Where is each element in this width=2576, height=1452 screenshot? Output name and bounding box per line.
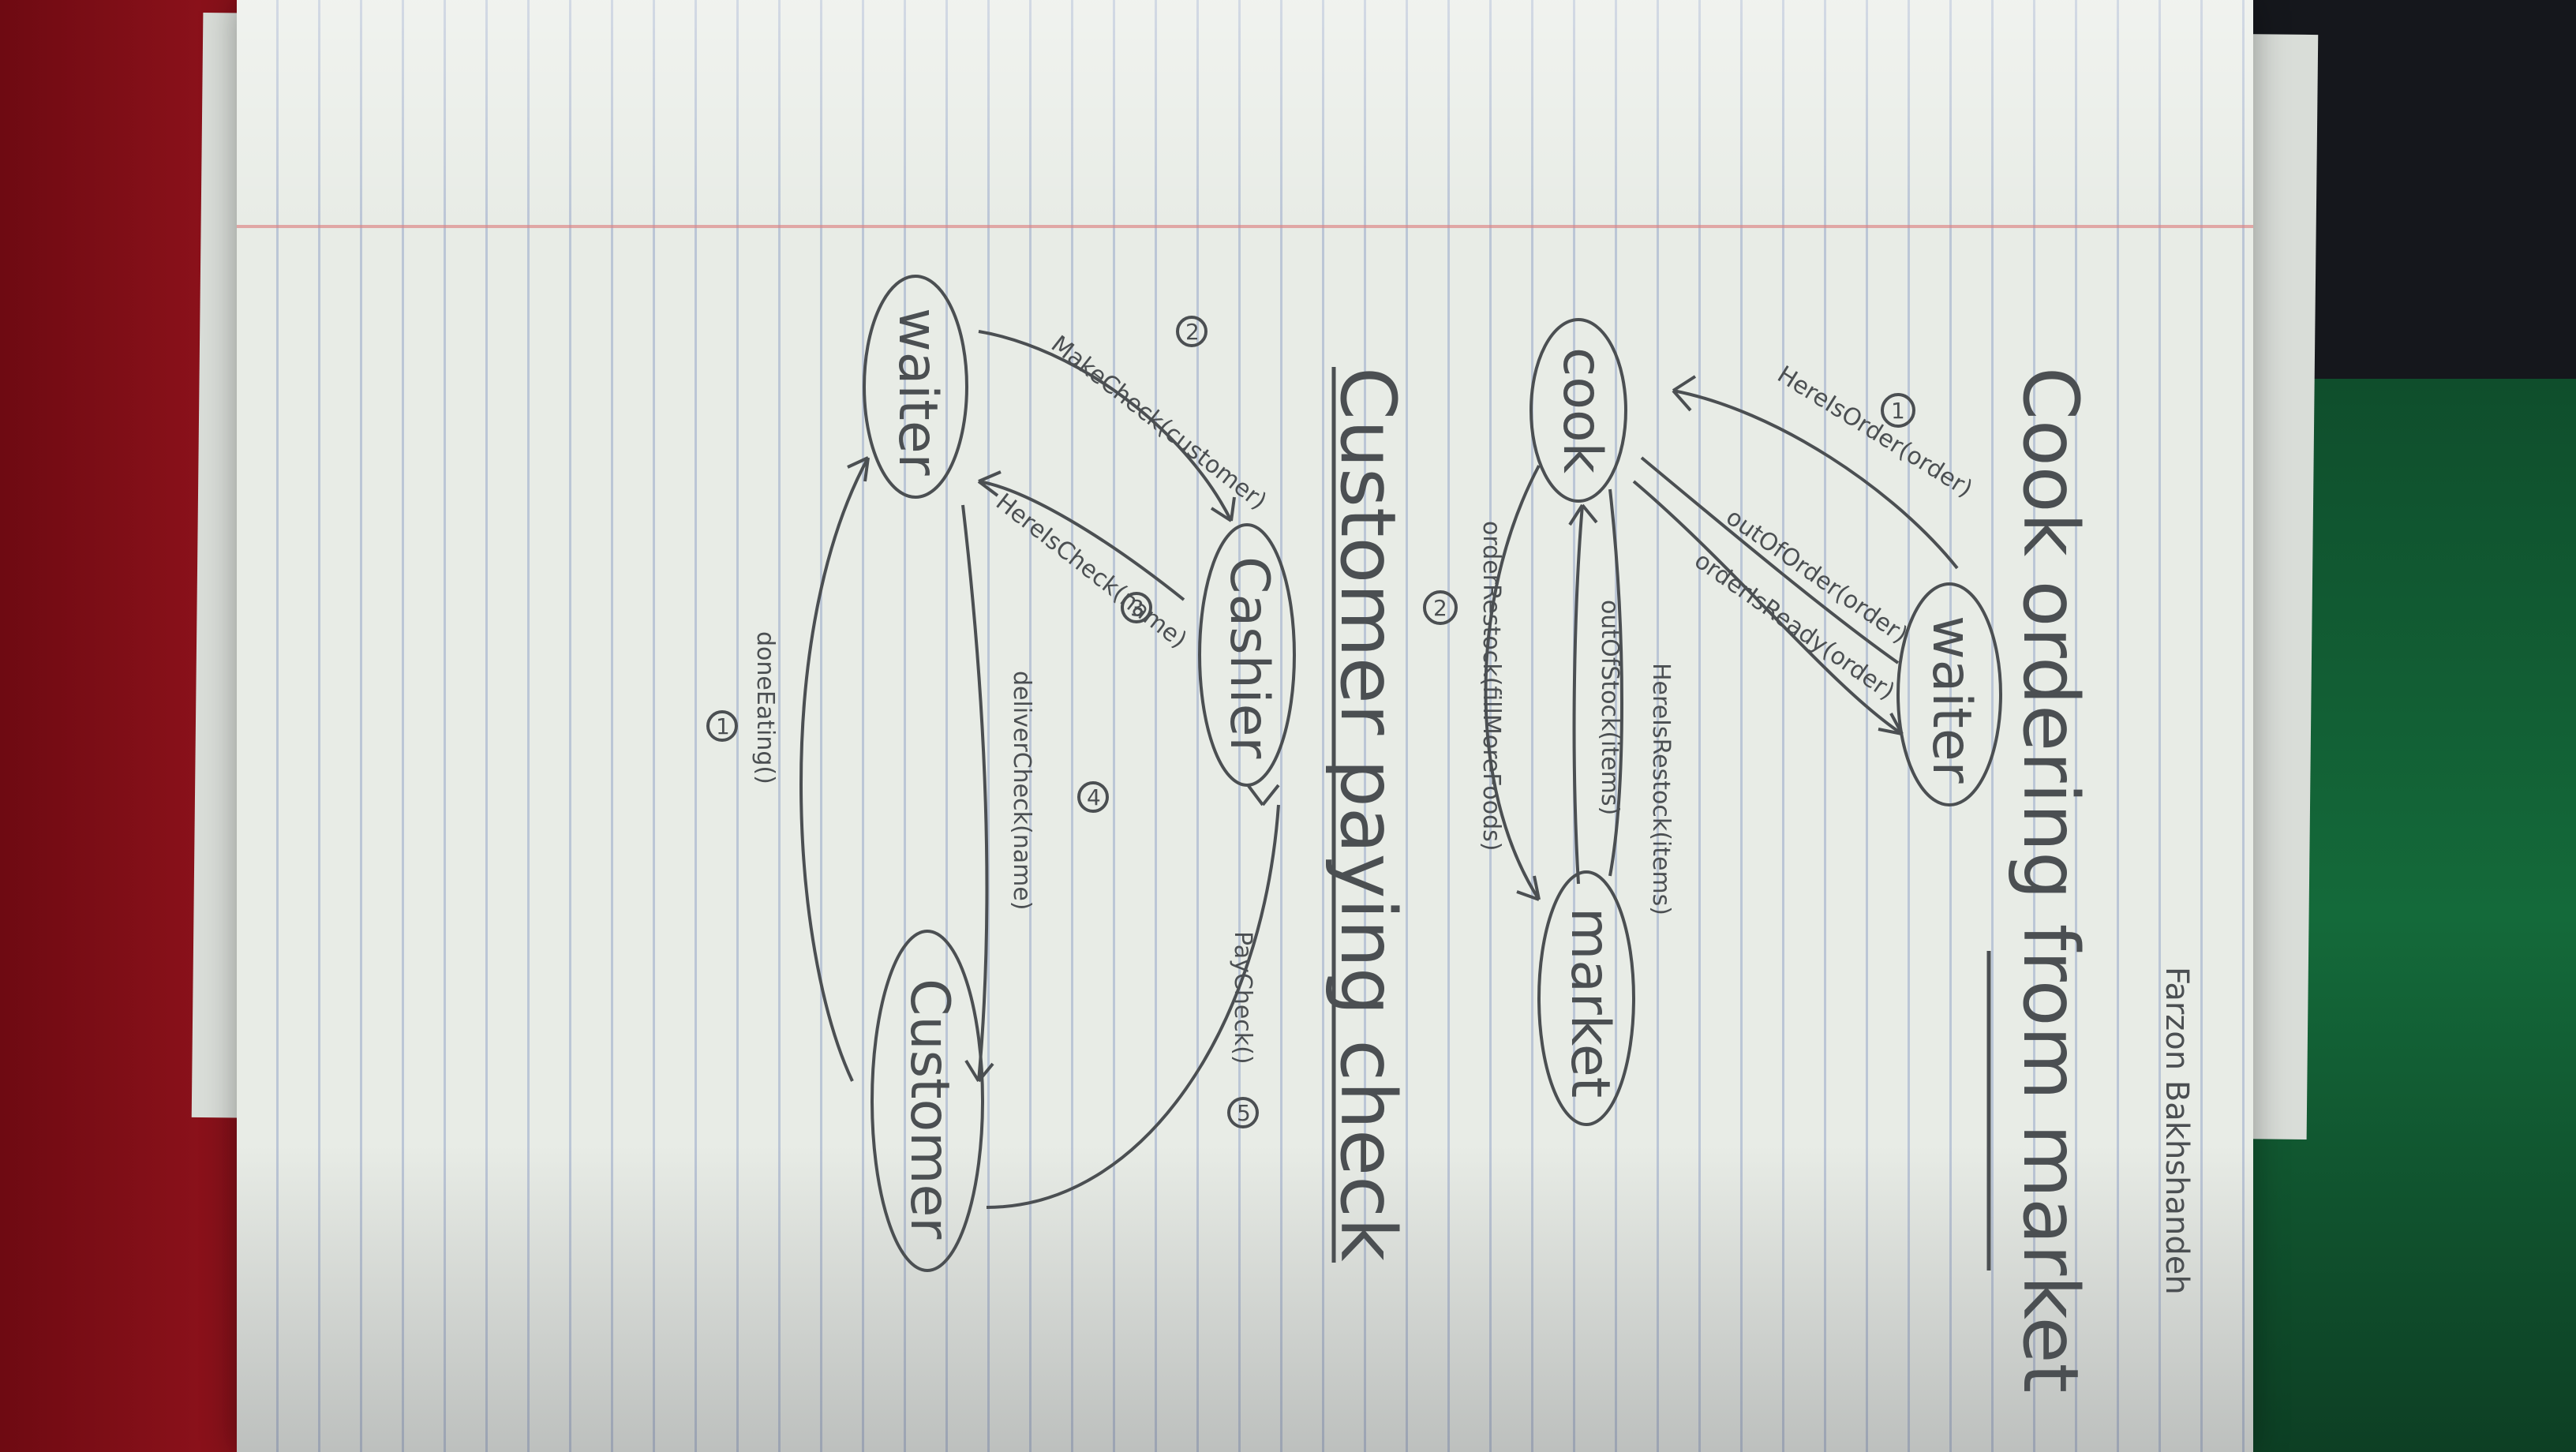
arrow-waiter-to-cook: [1672, 389, 1959, 570]
step-1-number: 1: [1891, 398, 1905, 424]
section-1-title: Cook ordering from market: [2006, 367, 2095, 1393]
node-customer-label: Customer: [898, 979, 960, 1239]
arrow-cashier-to-waiter: [978, 480, 1185, 601]
arrow-customer-to-waiter: [799, 457, 870, 1082]
margin-line: [237, 225, 2253, 228]
step-3-number: 3: [1130, 595, 1144, 621]
step-5-number: 5: [1237, 1100, 1251, 1126]
node-market-oval: [1537, 870, 1635, 1126]
arrow-customer-to-cashier: [986, 804, 1280, 1209]
step-5-circle: [1227, 1097, 1259, 1128]
arrow-cook-to-waiter-2: [1632, 480, 1904, 735]
step-2b-number: 2: [1185, 319, 1200, 345]
msg-order-restock: orderRestock(fillMoreFoods): [1477, 521, 1505, 851]
node-waiter-2-oval: [863, 275, 968, 499]
section-2-title: Customer paying check: [1324, 367, 1412, 1262]
msg-here-is-order: HereIsOrder(order): [1773, 361, 1978, 503]
msg-make-check: MakeCheck(customer): [1046, 331, 1271, 515]
arrowhead-customer: [964, 1059, 994, 1083]
arrow-waiter-to-customer: [961, 504, 989, 1082]
step-4-circle: [1077, 781, 1109, 813]
msg-here-is-restock: HereIsRestock(items): [1647, 663, 1675, 915]
step-1b-circle: [706, 710, 738, 742]
msg-out-of-stock: outOfStock(items): [1596, 600, 1623, 815]
arrowhead-waiter: [1878, 713, 1904, 735]
step-1-circle: [1881, 393, 1915, 428]
node-cashier-label: Cashier: [1218, 556, 1280, 758]
paper-shadow: [237, 1144, 2253, 1452]
node-waiter-oval: [1896, 582, 2002, 806]
msg-deliver-check: deliverCheck(name): [1008, 671, 1035, 911]
arrowhead-cashier-2: [1247, 784, 1280, 806]
node-waiter-label: waiter: [1920, 616, 1983, 784]
arrow-market-out-of-stock: [1572, 504, 1584, 885]
node-cook-label: cook: [1551, 347, 1613, 474]
node-market-label: market: [1559, 908, 1621, 1098]
step-2-number: 2: [1433, 595, 1447, 621]
step-4-number: 4: [1087, 784, 1101, 810]
author-name: Farzon Bakhshandeh: [2159, 967, 2195, 1295]
arrowhead-cook: [1672, 375, 1697, 412]
msg-done-eating: doneEating(): [751, 631, 779, 784]
step-3-circle: [1121, 592, 1152, 623]
arrow-waiter-to-cashier: [978, 330, 1233, 522]
paper-lighting: [237, 0, 2253, 229]
step-1b-number: 1: [716, 713, 730, 739]
step-2-circle: [1423, 590, 1458, 625]
notebook-paper: [237, 0, 2253, 1452]
arrowhead-cook-2: [1568, 503, 1598, 526]
node-cashier-oval: [1198, 523, 1296, 787]
arrowhead-waiter-3: [847, 456, 870, 482]
arrowhead-waiter-2: [977, 470, 1002, 497]
arrow-cook-to-waiter-1: [1640, 456, 1900, 664]
node-waiter-2-label: waiter: [886, 308, 949, 476]
step-2b-circle: [1176, 316, 1208, 347]
node-customer-oval: [871, 930, 984, 1272]
arrow-market-restock: [1608, 488, 1623, 877]
arrowhead-cashier: [1210, 496, 1236, 522]
arrow-cook-to-market: [1484, 465, 1541, 901]
msg-here-is-check: HereIsCheck(name): [990, 488, 1192, 654]
msg-pay-check: PayCheck(): [1229, 931, 1256, 1065]
arrowhead-market: [1516, 875, 1541, 901]
node-cook-oval: [1530, 318, 1627, 503]
